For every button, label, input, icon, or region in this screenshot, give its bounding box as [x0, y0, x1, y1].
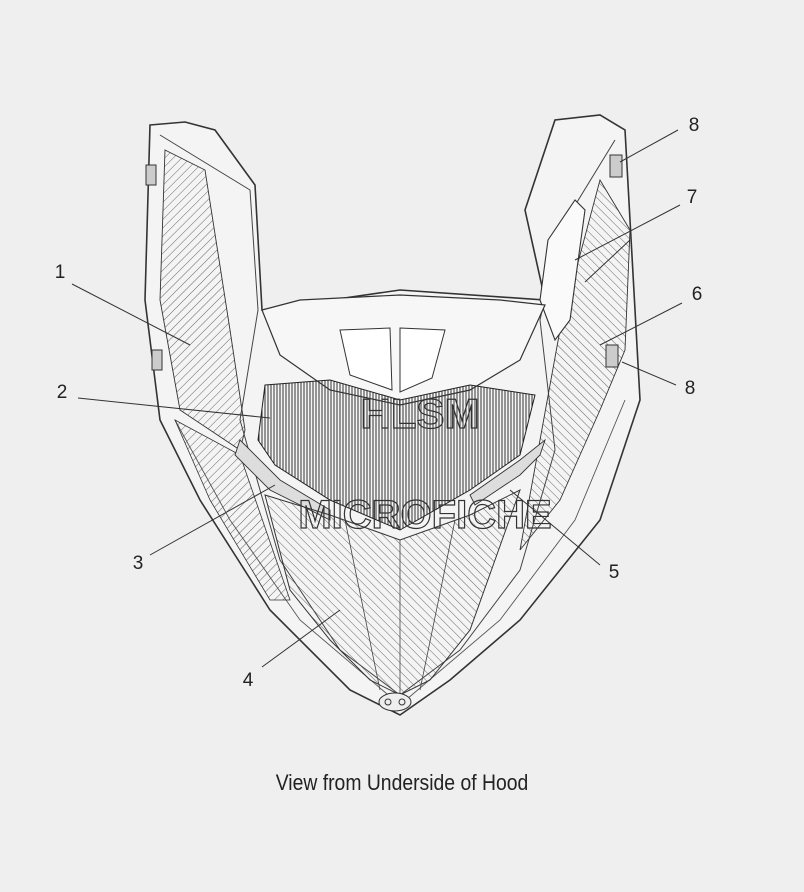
fastener-top-right: [609, 154, 623, 178]
leader-8b: [621, 361, 677, 386]
leader-3: [149, 484, 276, 556]
left-lower-strip: [174, 419, 291, 601]
bottom-mount-hole-1: [384, 698, 392, 706]
callout-3: 3: [133, 553, 144, 574]
watermark-line2: MICROFICHE: [298, 493, 551, 537]
leader-4: [261, 609, 341, 668]
bottom-mount: [378, 692, 412, 712]
leader-5: [509, 489, 601, 566]
watermark-line1: HLSM: [361, 390, 480, 437]
leader-7a: [574, 204, 681, 261]
fastener-mid-right: [605, 344, 619, 368]
leader-1: [71, 283, 191, 346]
fastener-top-left: [145, 164, 157, 186]
leader-lines: [71, 129, 683, 668]
leader-2: [77, 397, 271, 419]
bottom-mount-hole-2: [398, 698, 406, 706]
callout-5: 5: [609, 562, 620, 583]
center-panel-dense: [257, 379, 536, 531]
right-panel-hatch: [519, 178, 631, 551]
left-panel-hatch: [159, 149, 246, 451]
chin-ribs: [344, 519, 456, 695]
callout-1: 1: [55, 262, 66, 283]
callout-7: 7: [687, 187, 698, 208]
callout-2: 2: [57, 382, 68, 403]
callout-4: 4: [243, 670, 254, 691]
vent-left: [339, 327, 393, 391]
callout-8-mid: 8: [685, 378, 696, 399]
leader-7b: [584, 239, 631, 283]
fastener-mid-left: [151, 349, 163, 371]
diagram-caption: View from Underside of Hood: [275, 770, 529, 795]
leader-8a: [619, 129, 679, 163]
right-window: [539, 199, 586, 342]
chin-panel: [264, 488, 521, 696]
callout-8-top: 8: [689, 115, 700, 136]
callout-6: 6: [692, 284, 703, 305]
vent-right: [399, 327, 446, 393]
leader-6: [599, 302, 683, 346]
lower-strip-right: [469, 438, 546, 506]
